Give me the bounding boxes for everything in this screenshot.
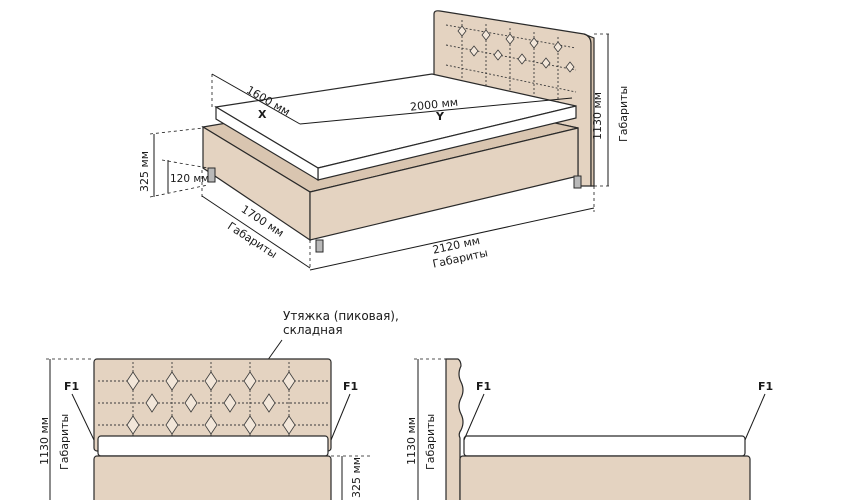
dim-line-width <box>211 73 301 125</box>
f1-leader-left <box>71 393 95 441</box>
height-total-caption: Габариты <box>617 86 630 142</box>
iso-mattress-foot <box>215 105 319 182</box>
axis-y-label: Y <box>435 110 445 123</box>
side-mattress <box>463 435 746 457</box>
side-bed-view: F1 F1 1130 мм Габариты <box>405 358 773 500</box>
isometric-bed-view: 1600 мм X 2000 мм Y 1130 мм Габариты 325… <box>138 10 630 271</box>
dim-line-length <box>299 97 573 125</box>
side-height-label: 1130 мм <box>405 417 418 465</box>
height-total-label: 1130 мм <box>591 92 604 140</box>
frame-height-label: 325 мм <box>138 151 151 192</box>
side-f1-leader-right <box>744 393 766 441</box>
front-height-label: 1130 мм <box>38 417 51 465</box>
f1-label-left: F1 <box>64 380 79 393</box>
tufting-callout-line2: складная <box>283 323 343 337</box>
leg-height-label: 120 мм <box>170 173 209 185</box>
f1-label-right: F1 <box>343 380 358 393</box>
front-frame-label: 325 мм <box>350 457 363 498</box>
front-headboard-tufting <box>98 362 328 448</box>
iso-headboard-tufting <box>445 20 577 104</box>
axis-x-label: X <box>258 108 267 121</box>
dim-line-overall-width <box>201 195 311 269</box>
iso-leg <box>207 167 216 183</box>
f1-leader-right <box>330 393 351 441</box>
side-f1-leader-left <box>463 393 485 441</box>
side-f1-label-left: F1 <box>476 380 491 393</box>
front-mattress <box>97 435 329 457</box>
side-headboard <box>445 358 464 500</box>
side-f1-label-right: F1 <box>758 380 773 393</box>
length-label: 2000 мм <box>410 96 459 114</box>
iso-leg <box>573 175 582 189</box>
front-bed-view: Утяжка (пиковая), складная F1 F1 1130 мм… <box>38 309 399 500</box>
dim-line-overall-length <box>309 207 595 271</box>
iso-headboard-side <box>583 33 595 187</box>
front-height-caption: Габариты <box>58 414 71 470</box>
tufting-callout-line1: Утяжка (пиковая), <box>283 309 399 323</box>
side-base <box>459 455 751 500</box>
iso-leg <box>315 239 324 253</box>
front-base <box>93 455 332 500</box>
side-height-caption: Габариты <box>424 414 437 470</box>
